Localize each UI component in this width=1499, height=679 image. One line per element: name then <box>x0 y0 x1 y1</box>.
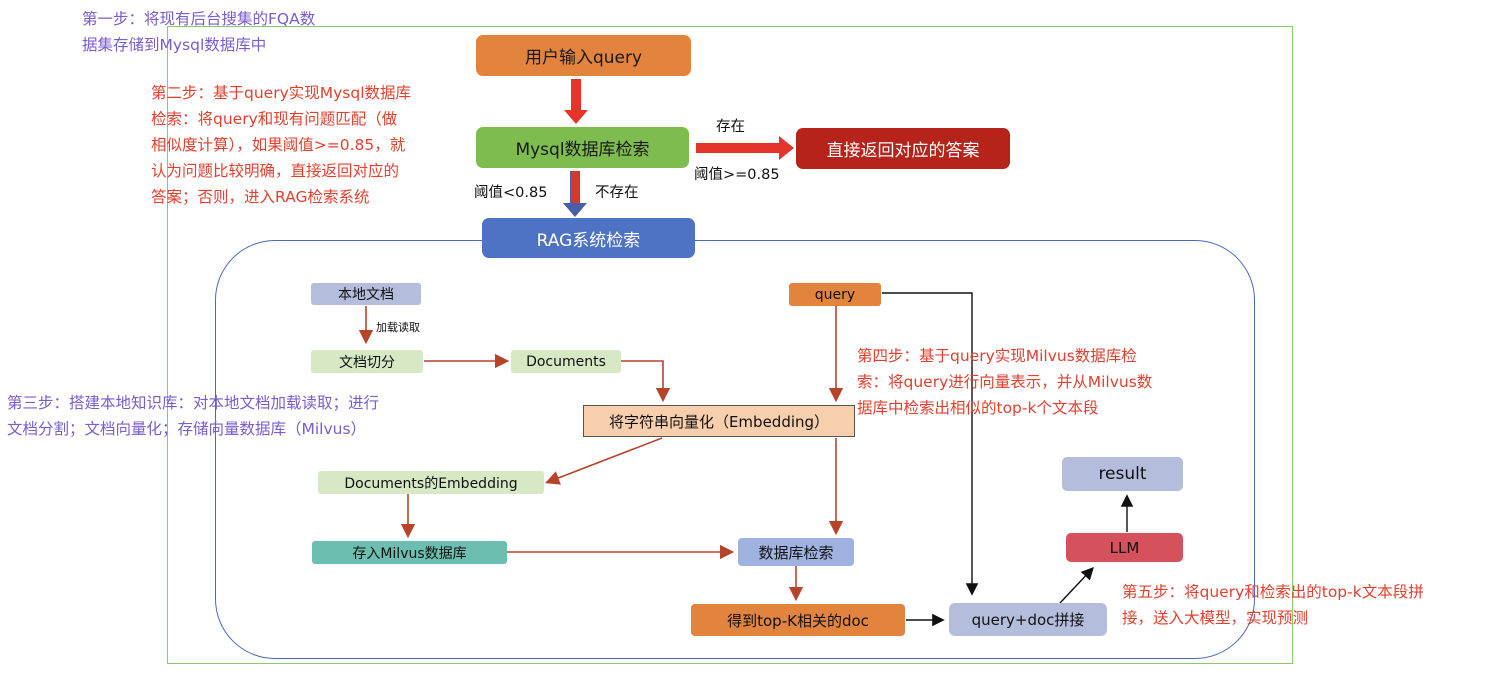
node-doc-split: 文档切分 <box>311 350 423 373</box>
note-step1-line: 第一步：将现有后台搜集的FQA数 <box>82 10 316 28</box>
node-query: query <box>789 283 881 306</box>
thick-arrow-user-to-mysql <box>564 79 588 124</box>
note-step5-line: 接，送入大模型，实现预测 <box>1122 609 1309 627</box>
node-doc-embedding: Documents的Embedding <box>318 471 544 494</box>
node-store-milvus: 存入Milvus数据库 <box>312 541 507 564</box>
node-documents: Documents <box>511 350 621 373</box>
note-step2-line: 答案；否则，进入RAG检索系统 <box>151 188 370 206</box>
thick-arrow-mysql-to-answer <box>696 136 794 160</box>
note-step3-line: 文档分割；文档向量化；存储向量数据库（Milvus） <box>7 420 367 438</box>
node-mysql-search: Mysql数据库检索 <box>476 127 689 168</box>
node-concat: query+doc拼接 <box>949 603 1107 636</box>
note-step4-line: 索：将query进行向量表示，并从Milvus数 <box>857 373 1153 391</box>
note-step2-line: 认为问题比较明确，直接返回对应的 <box>151 162 400 180</box>
note-step3: 第三步：搭建本地知识库：对本地文档加载读取；进行 文档分割；文档向量化；存储向量… <box>7 390 379 442</box>
note-step5-line: 第五步：将query和检索出的top-k文本段拼 <box>1122 583 1424 601</box>
edge-documents-to-embedding <box>621 360 671 403</box>
note-step2-line: 检索：将query和现有问题匹配（做 <box>151 110 398 128</box>
edge-concat-to-llm <box>1059 566 1094 604</box>
note-step3-line: 第三步：搭建本地知识库：对本地文档加载读取；进行 <box>7 394 380 412</box>
node-local-docs: 本地文档 <box>311 283 421 305</box>
note-step5: 第五步：将query和检索出的top-k文本段拼 接，送入大模型，实现预测 <box>1122 579 1424 631</box>
label-not-exists: 不存在 <box>595 185 639 201</box>
note-step1-line: 据集存储到Mysql数据库中 <box>82 36 267 54</box>
node-db-search: 数据库检索 <box>738 538 854 566</box>
note-step2-line: 第二步：基于query实现Mysql数据库 <box>151 84 412 102</box>
node-embedding: 将字符串向量化（Embedding） <box>583 405 855 437</box>
label-load-read: 加载读取 <box>376 321 420 334</box>
thick-arrow-mysql-to-rag <box>563 171 587 217</box>
edge-query-to-concat <box>882 292 979 596</box>
note-step1: 第一步：将现有后台搜集的FQA数 据集存储到Mysql数据库中 <box>82 6 315 58</box>
rag-system-area <box>215 240 1255 659</box>
edge-embedding-to-docemb <box>545 437 663 485</box>
label-threshold-low: 阈值<0.85 <box>474 185 548 201</box>
note-step4: 第四步：基于query实现Milvus数据库检 索：将query进行向量表示，并… <box>857 343 1152 421</box>
node-user-query: 用户输入query <box>476 35 691 76</box>
node-topk-doc: 得到top-K相关的doc <box>691 604 905 636</box>
outer-frame <box>167 26 1293 664</box>
node-rag-search: RAG系统检索 <box>482 218 695 258</box>
label-exists: 存在 <box>716 119 745 135</box>
note-step4-line: 据库中检索出相似的top-k个文本段 <box>857 399 1099 417</box>
note-step4-line: 第四步：基于query实现Milvus数据库检 <box>857 347 1137 365</box>
note-step2: 第二步：基于query实现Mysql数据库 检索：将query和现有问题匹配（做… <box>151 80 411 210</box>
label-threshold-high: 阈值>=0.85 <box>694 167 780 183</box>
note-step2-line: 相似度计算），如果阈值>=0.85，就 <box>151 136 406 154</box>
node-direct-answer: 直接返回对应的答案 <box>796 128 1010 169</box>
node-llm: LLM <box>1066 533 1183 562</box>
node-result: result <box>1062 457 1183 491</box>
